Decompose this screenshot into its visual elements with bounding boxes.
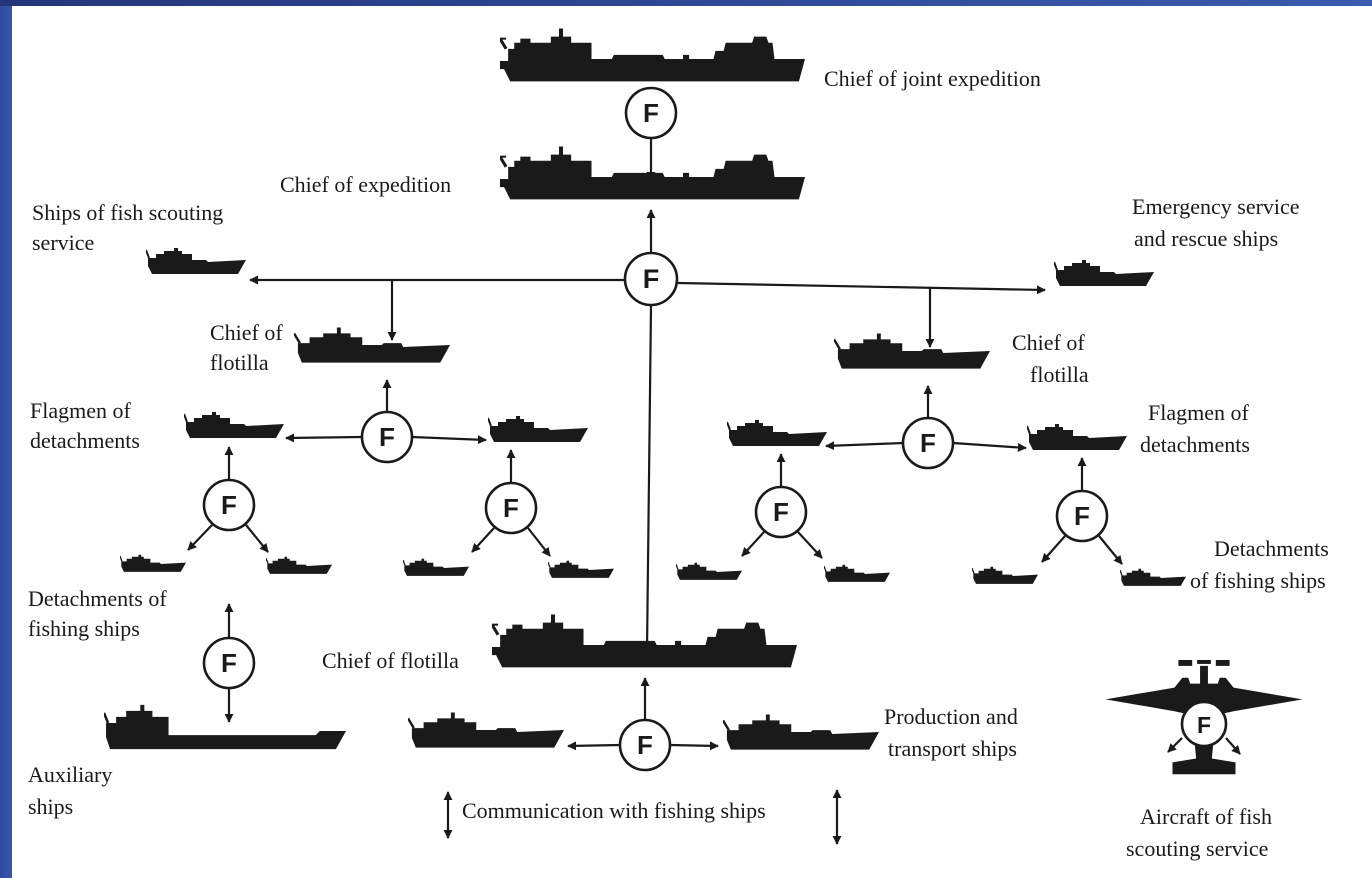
connector-lines (187, 138, 1241, 845)
f-node-aircraft-icon: F (1180, 700, 1228, 748)
f-node-left-detach-b-icon: F (484, 481, 538, 535)
f-node-joint-icon: F (624, 86, 678, 140)
f-node-production-icon: F (618, 718, 672, 772)
ship-emergency-icon (1054, 258, 1154, 288)
f-node-letter: F (920, 428, 936, 458)
arrow-central-to-bottom-flotilla (642, 305, 653, 651)
ship-chief-joint-icon (500, 28, 805, 83)
label-auxiliary-line1: Auxiliary (28, 762, 113, 787)
f-node-letter: F (1197, 712, 1211, 738)
ship-production-a-icon (408, 711, 564, 749)
label-left-flagmen-line1: Flagmen of (30, 398, 131, 423)
label-emergency-line1: Emergency service (1132, 194, 1300, 219)
label-right-flotilla-line2: flotilla (1030, 362, 1089, 387)
ship-bottom-flotilla-icon (492, 612, 797, 670)
label-auxiliary-line2: ships (28, 794, 74, 819)
f-node-left-flotilla-icon: F (360, 410, 414, 464)
label-chief-joint: Chief of joint expedition (824, 66, 1041, 91)
ship-detach-3-icon (403, 557, 469, 577)
f-node-left-detach-a-icon: F (202, 478, 256, 532)
slide-top-bar (0, 0, 1372, 6)
ship-right-flagman-a-icon (727, 418, 827, 448)
f-node-right-detach-a-icon: F (754, 485, 808, 539)
ship-detach-8-icon (1120, 567, 1186, 587)
label-right-detach-line2: of fishing ships (1190, 568, 1326, 593)
label-production-line1: Production and (884, 704, 1018, 729)
ship-detach-6-icon (824, 563, 890, 583)
f-node-letter: F (1074, 501, 1090, 531)
f-node-letter: F (773, 497, 789, 527)
label-left-detach-line2: fishing ships (28, 616, 140, 641)
label-scouting-line2: service (32, 230, 95, 255)
label-right-flagmen-line2: detachments (1140, 432, 1250, 457)
label-right-detach-line1: Detachments (1214, 536, 1329, 561)
f-node-right-flotilla-icon: F (901, 416, 955, 470)
ship-detach-1-icon (120, 553, 186, 573)
f-node-letter: F (637, 730, 653, 760)
label-aircraft-line2: scouting service (1126, 836, 1269, 861)
ship-detach-5-icon (676, 561, 742, 581)
label-emergency-line2: and rescue ships (1134, 226, 1279, 251)
ship-scouting-icon (146, 246, 246, 276)
label-aircraft-line1: Aircraft of fish (1140, 804, 1272, 829)
label-production-line2: transport ships (888, 736, 1017, 761)
label-left-flagmen-line2: detachments (30, 428, 140, 453)
f-node-letter: F (503, 493, 519, 523)
ship-production-b-icon (723, 713, 879, 751)
label-communication-legend: Communication with fishing ships (462, 798, 766, 823)
f-node-letter: F (379, 422, 395, 452)
label-scouting-line1: Ships of fish scouting (32, 200, 224, 225)
arrow-central-to-emergency (677, 281, 1046, 295)
ship-left-flagman-a-icon (184, 410, 284, 440)
label-right-flagmen-line1: Flagmen of (1148, 400, 1249, 425)
diagram-canvas (12, 6, 1372, 878)
label-right-flotilla-line1: Chief of (1012, 330, 1085, 355)
ship-chief-expedition-icon (500, 146, 805, 201)
ship-auxiliary-icon (104, 703, 346, 751)
label-chief-expedition: Chief of expedition (280, 172, 452, 197)
f-node-right-detach-b-icon: F (1055, 489, 1109, 543)
ship-right-flagman-b-icon (1027, 422, 1127, 452)
f-nodes: F F F F F F F F F F F (202, 86, 1228, 772)
ship-detach-4-icon (548, 559, 614, 579)
f-node-letter: F (643, 264, 660, 294)
ship-left-flotilla-icon (294, 326, 450, 365)
f-node-letter: F (643, 98, 659, 128)
f-node-auxiliary-icon: F (202, 636, 256, 690)
label-bottom-flotilla: Chief of flotilla (322, 648, 459, 673)
ship-detach-7-icon (972, 565, 1038, 585)
label-left-flotilla-line1: Chief of (210, 320, 283, 345)
ships (104, 28, 1303, 775)
ship-right-flotilla-icon (834, 332, 990, 371)
f-node-letter: F (221, 490, 237, 520)
f-node-central-icon: F (623, 251, 679, 307)
label-left-detach-line1: Detachments of (28, 586, 167, 611)
label-left-flotilla-line2: flotilla (210, 350, 269, 375)
f-node-letter: F (221, 648, 237, 678)
ship-detach-2-icon (266, 555, 332, 575)
ship-left-flagman-b-icon (488, 414, 588, 444)
